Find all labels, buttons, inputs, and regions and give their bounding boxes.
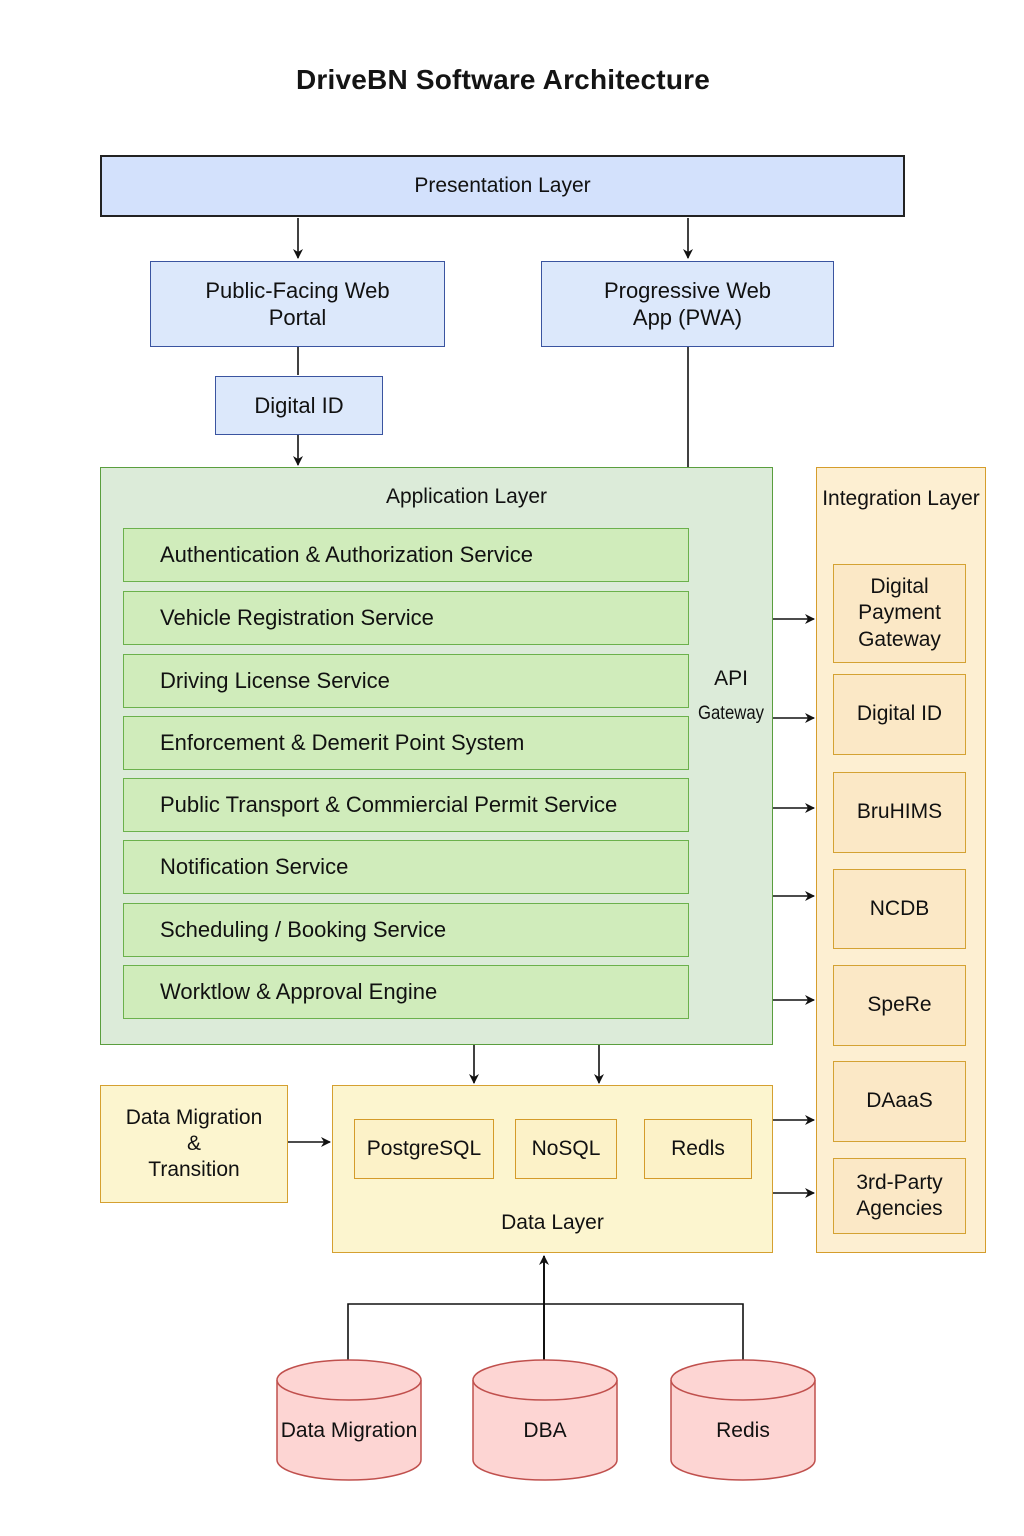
integration-item: 3rd-Party Agencies <box>833 1158 966 1234</box>
integration-layer-label: Integration Layer <box>822 487 980 510</box>
service-item: Notification Service <box>123 840 689 894</box>
data-layer-label: Data Layer <box>501 1211 604 1234</box>
store-postgresql: PostgreSQL <box>354 1119 494 1179</box>
store-nosql-label: NoSQL <box>531 1137 601 1160</box>
store-redis: Redls <box>644 1119 752 1179</box>
web-portal-label: Public-Facing Web Portal <box>205 277 390 331</box>
integration-item-label: 3rd-Party Agencies <box>856 1170 943 1220</box>
service-item: Scheduling / Booking Service <box>123 903 689 957</box>
integration-item-label: DAaaS <box>866 1089 933 1113</box>
service-label: Scheduling / Booking Service <box>160 917 447 942</box>
integration-item-label: Digital ID <box>856 702 943 726</box>
integration-item-label: BruHIMS <box>856 800 943 824</box>
service-item: Authentication & Authorization Service <box>123 528 689 582</box>
integration-item: DAaaS <box>833 1061 966 1142</box>
data-migration-line3: Transition <box>148 1158 240 1182</box>
api-gateway-label-line1: API <box>714 667 748 690</box>
web-portal-box: Public-Facing Web Portal <box>150 261 445 347</box>
service-label: Public Transport & Commiercial Permit Se… <box>160 792 618 817</box>
pwa-box: Progressive Web App (PWA) <box>541 261 834 347</box>
service-item: Public Transport & Commiercial Permit Se… <box>123 778 689 832</box>
store-postgresql-label: PostgreSQL <box>366 1137 482 1160</box>
service-label: Vehicle Registration Service <box>160 605 434 630</box>
integration-item: SpeRe <box>833 965 966 1046</box>
service-label: Notification Service <box>160 854 349 879</box>
database-label: Data Migration <box>280 1419 418 1442</box>
database-label: DBA <box>523 1419 567 1442</box>
cylinder-top <box>670 1359 816 1401</box>
data-migration-transition-box: Data Migration & Transition <box>100 1085 288 1203</box>
application-layer-label: Application Layer <box>385 485 548 508</box>
integration-item: NCDB <box>833 869 966 949</box>
presentation-layer-box: Presentation Layer <box>100 155 905 217</box>
cylinder-top <box>276 1359 422 1401</box>
database-label: Redis <box>716 1419 770 1442</box>
database-bus-line <box>347 1303 744 1360</box>
diagram-title: DriveBN Software Architecture <box>296 64 710 95</box>
service-label: Driving License Service <box>160 668 390 693</box>
integration-item: Digital Payment Gateway <box>833 564 966 663</box>
service-item: Driving License Service <box>123 654 689 708</box>
service-label: Worktlow & Approval Engine <box>160 979 438 1004</box>
presentation-layer-label: Presentation Layer <box>414 173 591 197</box>
data-migration-line1: Data Migration <box>125 1105 263 1129</box>
digital-id-box: Digital ID <box>215 376 383 435</box>
store-nosql: NoSQL <box>515 1119 617 1179</box>
cylinder-top <box>472 1359 618 1401</box>
integration-item: Digital ID <box>833 674 966 755</box>
integration-item-label: SpeRe <box>867 993 932 1017</box>
service-item: Vehicle Registration Service <box>123 591 689 645</box>
integration-item-label: Digital Payment Gateway <box>858 575 941 651</box>
api-gateway-label-line2: Gateway <box>698 703 764 724</box>
store-redis-label: Redls <box>671 1137 725 1160</box>
service-label: Authentication & Authorization Service <box>160 542 534 567</box>
integration-item-label: NCDB <box>869 896 930 920</box>
service-item: Worktlow & Approval Engine <box>123 965 689 1019</box>
service-item: Enforcement & Demerit Point System <box>123 716 689 770</box>
pwa-label: Progressive Web App (PWA) <box>603 277 772 331</box>
integration-item: BruHIMS <box>833 772 966 853</box>
digital-id-label: Digital ID <box>254 392 344 418</box>
data-migration-line2: & <box>186 1131 201 1155</box>
service-label: Enforcement & Demerit Point System <box>160 730 525 755</box>
